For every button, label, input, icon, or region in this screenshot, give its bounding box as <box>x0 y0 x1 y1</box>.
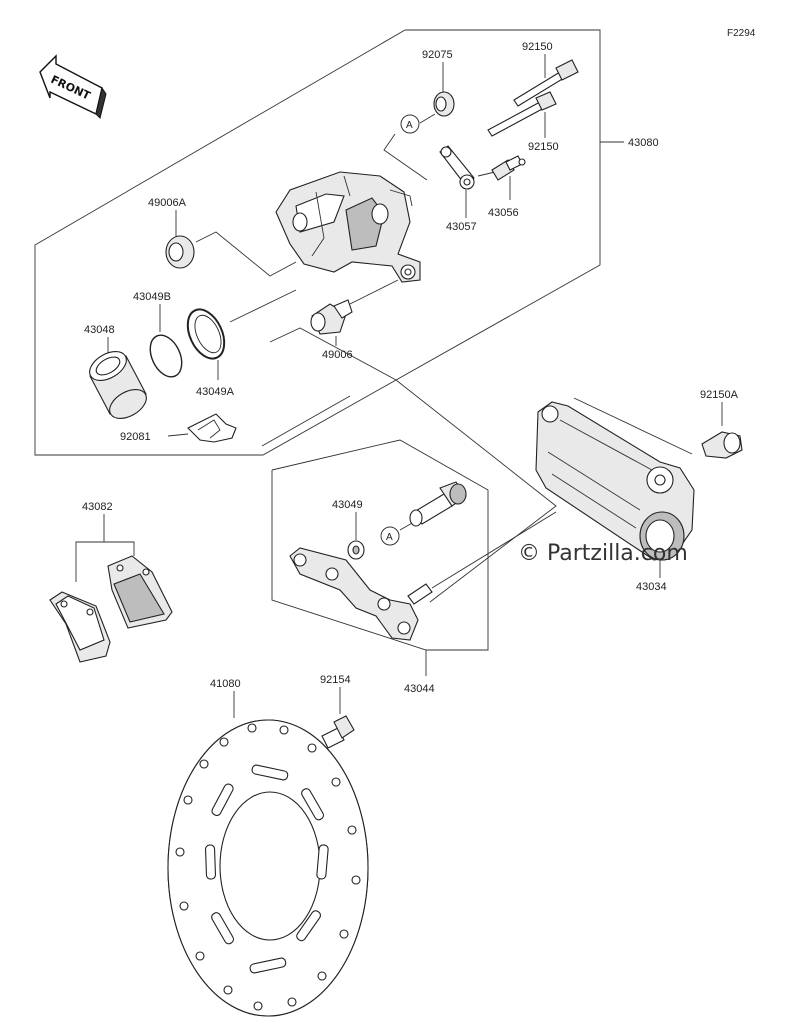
leader-assembly-bottom <box>261 395 351 447</box>
seal-92075 <box>433 91 455 117</box>
washer-43049 <box>347 540 365 560</box>
slide-pin <box>409 481 467 527</box>
label-43048: 43048 <box>84 324 115 336</box>
callout-a-upper <box>400 114 420 134</box>
piston-43048 <box>89 351 147 419</box>
label-49006A: 49006A <box>148 197 187 209</box>
leader-43049A-to-caliper <box>229 289 297 323</box>
bolt-92154 <box>321 715 355 749</box>
bleeder-43056 <box>491 155 526 181</box>
leader-43057-right <box>477 171 496 177</box>
leader-49006A-to-caliper <box>195 231 297 277</box>
pin-92150-top <box>513 59 579 107</box>
callout-a-upper-letter: A <box>406 120 413 131</box>
link-43057 <box>439 145 475 190</box>
leader-a-upper <box>419 113 436 124</box>
pin-92150-mid <box>487 91 557 137</box>
leader-92150A-to-holder <box>573 397 693 455</box>
seal-43049A <box>186 308 226 360</box>
leader-92081 <box>167 433 189 437</box>
figure-id: F2294 <box>727 28 756 39</box>
clip-92081 <box>187 413 237 443</box>
boot-49006A <box>165 235 195 269</box>
front-arrow-icon: FRONT <box>39 54 107 119</box>
label-92154: 92154 <box>320 674 351 686</box>
leader-43082-branch <box>75 541 135 582</box>
label-43057: 43057 <box>446 221 477 233</box>
label-92150-top: 92150 <box>522 41 553 53</box>
label-43049: 43049 <box>332 499 363 511</box>
label-43034: 43034 <box>636 581 667 593</box>
leader-49006-to-caliper <box>349 279 399 305</box>
label-43049A: 43049A <box>196 386 235 398</box>
label-43044: 43044 <box>404 683 435 695</box>
leader-a-upper-to-caliper <box>383 133 428 181</box>
holder-43034 <box>535 401 695 561</box>
watermark: © Partzilla.com <box>518 541 688 566</box>
callout-a-lower-letter: A <box>386 532 393 543</box>
callout-a-lower <box>380 526 400 546</box>
label-43049B: 43049B <box>133 291 171 303</box>
brake-disc-41080 <box>167 719 369 1017</box>
bracket-43044 <box>289 547 433 641</box>
bolt-92150A <box>701 431 743 459</box>
brake-pad-right <box>107 555 173 629</box>
sleeve-49006 <box>310 299 353 335</box>
label-92081: 92081 <box>120 431 151 443</box>
label-43082: 43082 <box>82 501 113 513</box>
label-43056: 43056 <box>488 207 519 219</box>
label-43080: 43080 <box>628 137 659 149</box>
caliper-body <box>275 171 421 283</box>
seal-43049B <box>149 334 183 378</box>
caliper-assembly-outline <box>34 29 601 456</box>
label-41080: 41080 <box>210 678 241 690</box>
brake-pad-left <box>49 591 111 663</box>
label-49006: 49006 <box>322 349 353 361</box>
label-92150-mid: 92150 <box>528 141 559 153</box>
bracket-assembly-outline <box>271 439 489 651</box>
label-92075: 92075 <box>422 49 453 61</box>
leader-bracket-pin <box>431 511 557 589</box>
label-92150A: 92150A <box>700 389 739 401</box>
